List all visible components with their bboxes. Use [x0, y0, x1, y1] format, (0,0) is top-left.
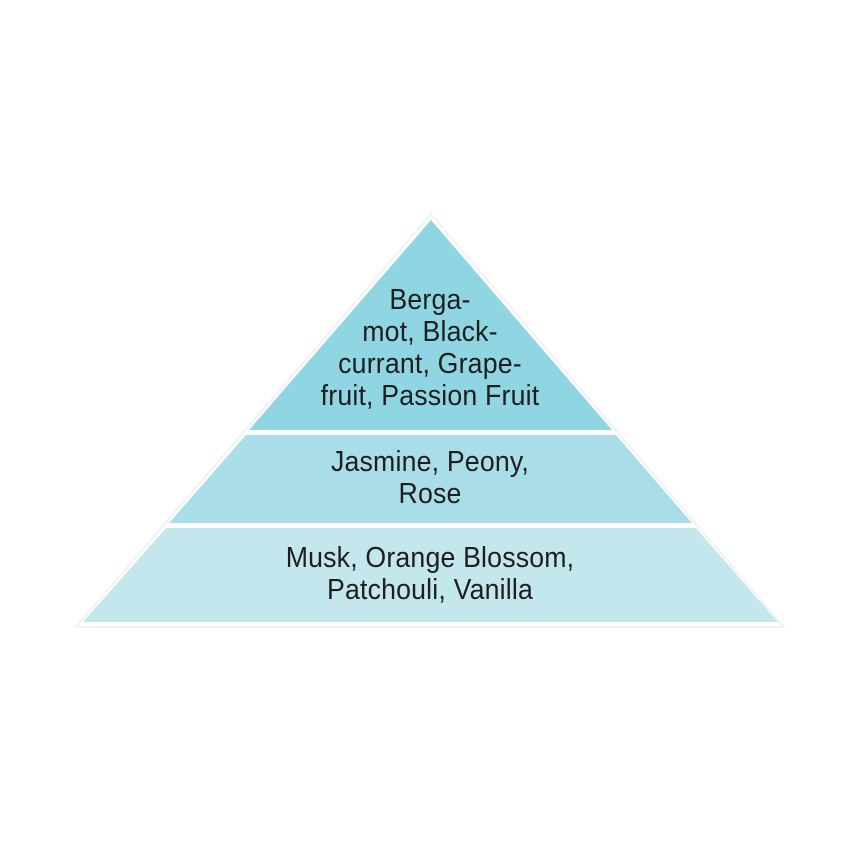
tier-top-line: Berga- — [389, 284, 471, 316]
tier-base-line: Musk, Orange Blossom, — [285, 542, 575, 574]
tier-top-line: fruit, Passion Fruit — [320, 380, 540, 412]
tier-top-line: currant, Grape- — [338, 348, 522, 380]
tier-middle-shape — [169, 435, 692, 523]
tier-middle-label: Jasmine, Peony, Rose — [255, 446, 605, 510]
tier-middle-line: Jasmine, Peony, — [330, 446, 530, 478]
tier-top-label: Berga- mot, Black- currant, Grape- fruit… — [297, 284, 564, 412]
tier-middle-line: Rose — [398, 478, 462, 510]
tier-top-line: mot, Black- — [362, 316, 498, 348]
tier-top-shape — [249, 220, 612, 430]
tier-base-line: Patchouli, Vanilla — [326, 574, 533, 606]
tier-base-shape — [83, 528, 778, 622]
tier-base-label: Musk, Orange Blossom, Patchouli, Vanilla — [209, 542, 651, 606]
